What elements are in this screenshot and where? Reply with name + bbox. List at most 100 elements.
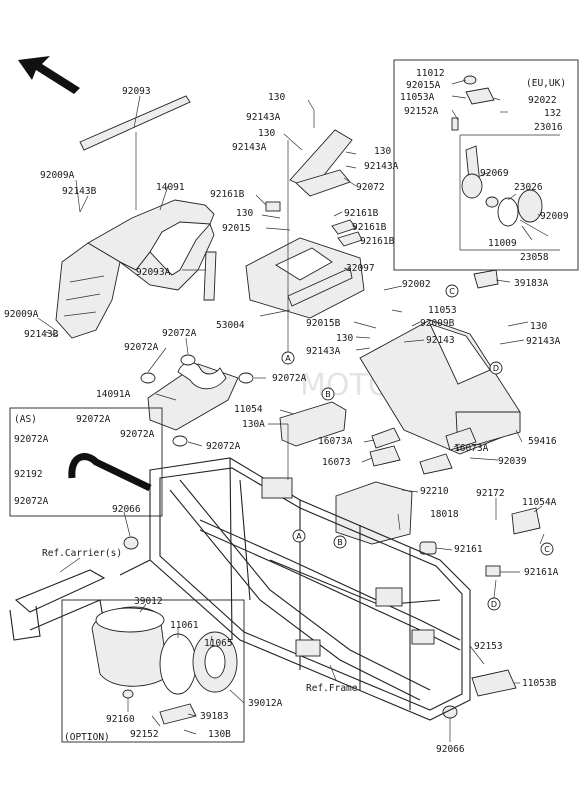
bracket-11054 xyxy=(279,401,347,447)
label-92143A-d: 92143A xyxy=(306,346,341,357)
bracket-39183A xyxy=(473,269,499,289)
svg-text:C: C xyxy=(544,545,550,554)
label-92009B: 92009B xyxy=(420,318,455,329)
clamp-92072A-a xyxy=(140,372,156,384)
label-92066-a: 92066 xyxy=(112,504,141,515)
label-92072A-b: 92072A xyxy=(124,342,159,353)
svg-text:92009: 92009 xyxy=(540,211,569,222)
svg-text:A: A xyxy=(285,354,291,363)
hose-92192 xyxy=(68,453,152,492)
label-92002: 92002 xyxy=(402,279,431,290)
label-92161A: 92161A xyxy=(524,567,559,578)
label-14091A: 14091A xyxy=(96,389,131,400)
label-130-c: 130 xyxy=(374,146,391,157)
as-box-labels: (AS) 92072A 92072A 92072A 92192 92072A xyxy=(14,414,155,507)
svg-text:D: D xyxy=(491,600,497,609)
svg-text:11012: 11012 xyxy=(416,68,445,79)
pad-92161B-c xyxy=(337,231,363,247)
label-39012: 39012 xyxy=(134,596,163,607)
label-92143B: 92143B xyxy=(62,186,97,197)
label-92072A-d: 92072A xyxy=(206,441,241,452)
part-number-labels: 92093 14091 92009A 92143B 92009A 92143B … xyxy=(4,86,561,755)
plate-18018 xyxy=(335,481,413,545)
label-130B: 130B xyxy=(208,729,231,740)
svg-text:92072A: 92072A xyxy=(14,496,49,507)
cap-11065 xyxy=(192,631,238,693)
label-92153: 92153 xyxy=(474,641,503,652)
label-11053B: 11053B xyxy=(522,678,557,689)
label-11065: 11065 xyxy=(204,638,233,649)
label-92161: 92161 xyxy=(454,544,483,555)
svg-text:D: D xyxy=(493,364,499,373)
eu-uk-parts-drawing xyxy=(451,75,560,251)
label-59416: 59416 xyxy=(528,436,557,447)
svg-text:A: A xyxy=(296,532,302,541)
leader-lines xyxy=(37,79,545,742)
front-direction-arrow-icon xyxy=(18,56,80,94)
washer-92160 xyxy=(122,689,134,699)
ref-bubble-a1: A xyxy=(281,351,295,365)
svg-text:92072A: 92072A xyxy=(14,434,49,445)
label-92161B-b: 92161B xyxy=(344,208,379,219)
label-92160: 92160 xyxy=(106,714,135,725)
label-92172: 92172 xyxy=(476,488,505,499)
label-92039: 92039 xyxy=(498,456,527,467)
label-130A: 130A xyxy=(242,419,265,430)
label-92009A: 92009A xyxy=(40,170,75,181)
label-92143A-b: 92143A xyxy=(232,142,267,153)
eu-uk-box xyxy=(393,59,579,271)
svg-text:23058: 23058 xyxy=(520,252,549,263)
svg-text:B: B xyxy=(337,538,343,547)
pad-16073A-b xyxy=(445,427,477,451)
svg-text:132: 132 xyxy=(544,108,561,119)
label-92143A-a: 92143A xyxy=(246,112,281,123)
label-11054: 11054 xyxy=(234,404,263,415)
svg-text:23026: 23026 xyxy=(514,182,543,193)
label-32097: 32097 xyxy=(346,263,375,274)
label-14091: 14091 xyxy=(156,182,185,193)
bracket-39183 xyxy=(159,703,197,725)
eu-box-labels: 11012 (EU,UK) 92015A 11053A 92022 92152A… xyxy=(400,68,569,263)
label-16073A-b: 16073A xyxy=(454,443,489,454)
label-11054A: 11054A xyxy=(522,497,557,508)
svg-text:92192: 92192 xyxy=(14,469,43,480)
label-92161B-d: 92161B xyxy=(360,236,395,247)
label-92009A-b: 92009A xyxy=(4,309,39,320)
pad-92161B-a xyxy=(265,201,281,212)
option-region-box xyxy=(61,599,245,743)
label-92143A-e: 92143A xyxy=(526,336,561,347)
bushing-92066-a xyxy=(123,536,139,550)
label-92210: 92210 xyxy=(420,486,449,497)
ring-11061 xyxy=(159,633,197,695)
clamp-92072A-c xyxy=(238,372,254,384)
ref-bubble-b1: B xyxy=(321,387,335,401)
label-11061: 11061 xyxy=(170,620,199,631)
eu-box-title: (EU,UK) xyxy=(526,78,566,89)
pad-16073 xyxy=(369,445,401,467)
svg-text:92152A: 92152A xyxy=(404,106,439,117)
rubber-strip-92093A xyxy=(203,251,217,301)
svg-text:C: C xyxy=(449,287,455,296)
svg-text:23016: 23016 xyxy=(534,122,563,133)
heat-shield-14091A xyxy=(147,362,239,431)
pad-16073A-c xyxy=(419,453,453,475)
ref-bubble-a2: A xyxy=(292,529,306,543)
label-11053: 11053 xyxy=(428,305,457,316)
ref-bubble-b2: B xyxy=(333,535,347,549)
bracket-11053B xyxy=(471,669,517,697)
label-130-b: 130 xyxy=(258,128,275,139)
label-53004: 53004 xyxy=(216,320,245,331)
label-92143B-b: 92143B xyxy=(24,329,59,340)
label-92015B: 92015B xyxy=(306,318,341,329)
svg-text:92022: 92022 xyxy=(528,95,557,106)
label-92015: 92015 xyxy=(222,223,251,234)
guard-39012 xyxy=(91,606,169,687)
ref-frame-label: Ref.Frame xyxy=(306,683,358,694)
label-39012A: 39012A xyxy=(248,698,283,709)
label-130-a: 130 xyxy=(268,92,285,103)
pad-92161A xyxy=(485,565,501,577)
label-92161B-c: 92161B xyxy=(352,222,387,233)
pad-92161B-b xyxy=(331,219,357,235)
label-16073A-a: 16073A xyxy=(318,436,353,447)
